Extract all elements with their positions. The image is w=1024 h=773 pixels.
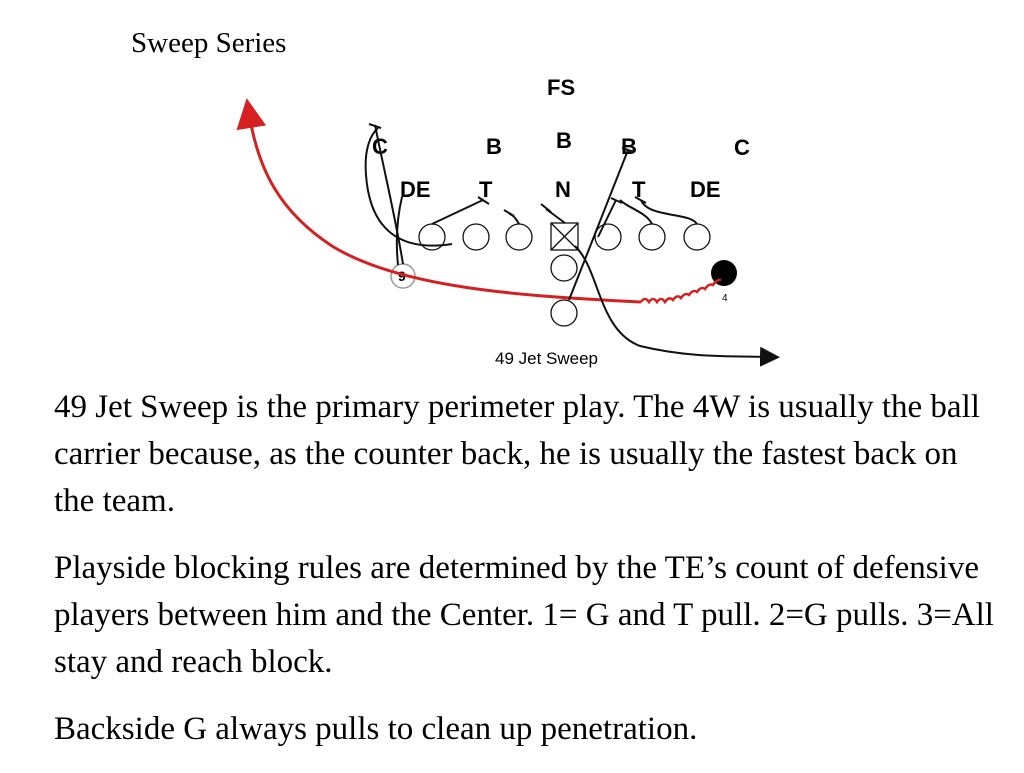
block-left-tackle-tick [477, 196, 490, 205]
center-square-x [550, 222, 579, 251]
block-left-tackle [431, 199, 484, 225]
block-right-end [619, 199, 653, 225]
block-backer-tick [621, 147, 635, 153]
block-right-tackle [597, 199, 617, 238]
sweep-path [236, 98, 642, 304]
slide-title: Sweep Series [131, 27, 287, 59]
block-guard-pull-tick [503, 209, 515, 217]
blocking-lines [364, 123, 780, 367]
nose-label: N [555, 177, 571, 202]
block-qb-backer [568, 149, 629, 301]
block-right-end-tick [634, 196, 647, 204]
fake-path [574, 245, 780, 367]
left-end-label: DE [400, 177, 431, 202]
left-backer-label: B [486, 134, 502, 159]
block-wingback-corner-tick [368, 123, 382, 129]
left-tackle-label: T [479, 177, 493, 202]
middle-backer-label: B [556, 128, 572, 153]
offensive-line [418, 222, 711, 327]
body-text: 49 Jet Sweep is the primary perimeter pl… [54, 384, 1004, 773]
right-tackle-label: T [632, 177, 646, 202]
block-right-end-2 [640, 199, 698, 225]
play-diagram: FS C B B B C DE T N T DE 9 4 [236, 75, 780, 368]
right-end-label: DE [690, 177, 721, 202]
offensive-player [505, 223, 533, 251]
fullback [550, 299, 578, 327]
block-nose-tick [540, 203, 552, 213]
quarterback [550, 254, 578, 282]
block-wingback-corner [374, 124, 404, 265]
body-paragraph-3: Backside G always pulls to clean up pene… [54, 711, 698, 747]
offensive-player [683, 223, 711, 251]
right-backer-label: B [621, 134, 637, 159]
block-lineman-de [364, 127, 453, 247]
diagram-caption: 49 Jet Sweep [495, 349, 598, 368]
offensive-player [462, 223, 490, 251]
body-paragraph-1: 49 Jet Sweep is the primary perimeter pl… [54, 389, 980, 519]
wingback-number: 9 [398, 268, 406, 284]
right-corner-label: C [734, 135, 750, 160]
ball-carrier-number: 4 [722, 293, 728, 304]
block-right-tackle-tick [610, 197, 623, 204]
offensive-player [638, 223, 666, 251]
block-wingback-end [395, 196, 403, 266]
motion-path [639, 278, 722, 305]
body-paragraph-2: Playside blocking rules are determined b… [54, 550, 994, 680]
free-safety-label: FS [547, 75, 575, 100]
